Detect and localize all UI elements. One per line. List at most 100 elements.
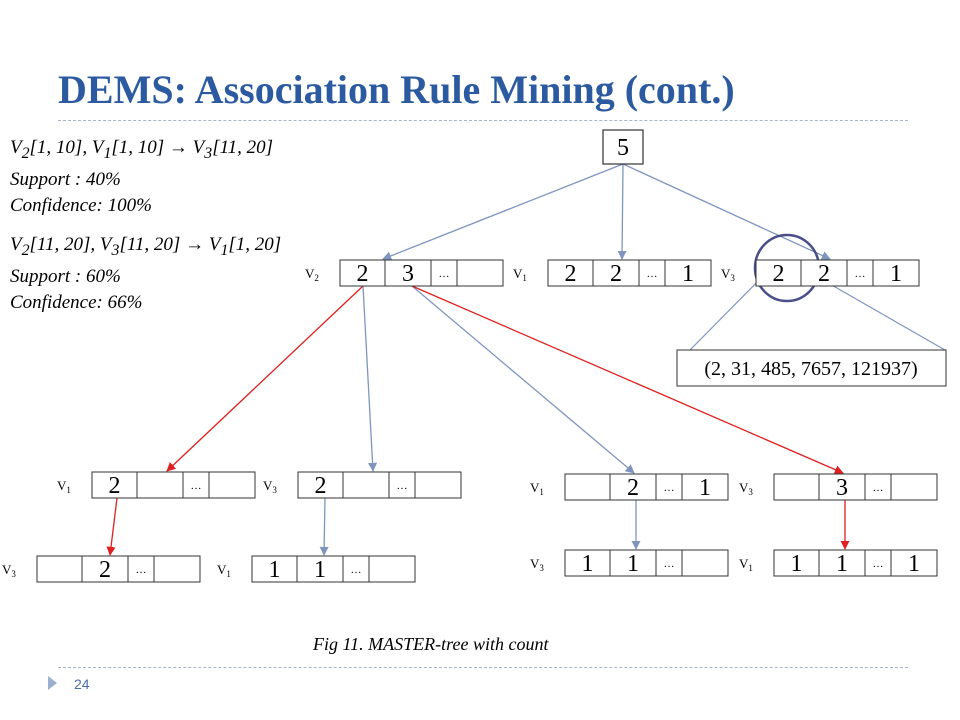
root-node-count: 5 xyxy=(617,135,629,161)
node-cell xyxy=(251,555,298,583)
title-divider xyxy=(58,120,908,121)
rule-1-expression: V2[1, 10], V1[1, 10] → V3[11, 20] xyxy=(10,137,274,162)
node-ellipsis: … xyxy=(397,480,408,492)
rule-2-consequent-range: [1, 20] xyxy=(228,234,282,255)
node-cell xyxy=(414,471,462,499)
root-node-box xyxy=(602,129,644,165)
node-variable-label: V3 xyxy=(530,556,544,573)
node-count: 2 xyxy=(357,261,369,287)
rule-2-term-2-sub: 3 xyxy=(111,241,120,259)
rule-1-support: Support : 40% xyxy=(10,168,121,190)
node-count: 2 xyxy=(315,473,327,499)
node-count: 2 xyxy=(773,261,785,287)
tree-edge-root-n1 xyxy=(382,163,624,261)
node-cell xyxy=(297,471,344,499)
tree-edge-n1-n12 xyxy=(362,285,378,472)
node-ellipsis: … xyxy=(351,564,362,576)
node-count: 1 xyxy=(699,475,711,501)
rule-2-consequent-sub: 1 xyxy=(220,241,229,259)
node-count: 2 xyxy=(99,557,111,583)
annotation-callout: (2, 31, 485, 7657, 121937) xyxy=(676,233,947,387)
rule-1-term-2-var: V xyxy=(91,137,104,158)
rule-2-consequent-var: V xyxy=(208,234,221,255)
node-cell xyxy=(127,555,155,583)
node-cell xyxy=(846,259,874,287)
node-count: 1 xyxy=(908,551,920,577)
node-cell xyxy=(890,473,938,501)
node-cell xyxy=(430,259,458,287)
node-ellipsis: … xyxy=(855,268,866,280)
node-ellipsis: … xyxy=(873,558,884,570)
node-count: 2 xyxy=(109,473,121,499)
rule-1-confidence: Confidence: 100% xyxy=(10,194,152,216)
rule-1-term-2-sub: 1 xyxy=(103,144,112,162)
root-node: 5 xyxy=(602,129,644,165)
rule-2-term-1-sub: 2 xyxy=(21,241,30,259)
page-number: 24 xyxy=(74,676,90,692)
node-cell xyxy=(368,555,416,583)
rule-2-expression: V2[11, 20], V3[11, 20] → V1[1, 20] xyxy=(10,234,282,259)
node-cell xyxy=(81,555,129,583)
rule-2-term-1-var: V xyxy=(10,234,22,255)
node-cell xyxy=(342,471,390,499)
node-variable-label: V1 xyxy=(530,480,544,497)
node-variable-label: V1 xyxy=(739,556,753,573)
node-cell xyxy=(342,555,370,583)
node-cell xyxy=(818,549,866,577)
node-count: 1 xyxy=(582,551,594,577)
node-cell xyxy=(800,259,848,287)
tree-node-n12: V3 2 … xyxy=(263,471,462,499)
node-count: 1 xyxy=(890,261,902,287)
node-count: 2 xyxy=(818,261,830,287)
node-cell xyxy=(296,555,344,583)
node-cell xyxy=(153,555,201,583)
footer-divider xyxy=(58,667,908,668)
node-count: 2 xyxy=(610,261,622,287)
node-ellipsis: … xyxy=(191,480,202,492)
node-cell xyxy=(609,549,657,577)
node-ellipsis: … xyxy=(873,482,884,494)
node-variable-label: V3 xyxy=(739,480,753,497)
tree-edge-n12-n121 xyxy=(319,497,329,556)
node-cell xyxy=(609,473,657,501)
tree-edge-root-n2 xyxy=(617,163,627,260)
tree-node-n13: V1 2 … 1 xyxy=(530,473,729,501)
node-variable-label: V3 xyxy=(263,478,277,495)
rule-2-term-2-var: V xyxy=(99,234,112,255)
annotation-box xyxy=(676,349,947,387)
tree-edge-n1-n11 xyxy=(166,285,364,472)
node-count: 1 xyxy=(269,557,281,583)
tree-edge-root-n3 xyxy=(622,163,831,260)
rule-1-term-2-range: [1, 10] xyxy=(111,137,165,158)
node-cell xyxy=(592,259,640,287)
node-count: 1 xyxy=(791,551,803,577)
node-cell xyxy=(773,549,820,577)
tree-edge-n11-n111 xyxy=(106,497,118,556)
node-cell xyxy=(638,259,666,287)
node-count: 2 xyxy=(627,475,639,501)
node-ellipsis: … xyxy=(664,558,675,570)
rule-2-confidence: Confidence: 66% xyxy=(10,291,143,313)
node-cell xyxy=(872,259,920,287)
node-cell xyxy=(456,259,504,287)
rule-1-term-1-range: [1, 10] xyxy=(29,137,83,158)
annotation-text: (2, 31, 485, 7657, 121937) xyxy=(704,358,917,380)
node-cell xyxy=(773,473,820,501)
rule-1-consequent-range: [11, 20] xyxy=(212,137,274,158)
node-count: 3 xyxy=(836,475,848,501)
node-cell xyxy=(681,473,729,501)
node-cell xyxy=(384,259,432,287)
node-count: 3 xyxy=(402,261,414,287)
node-cell xyxy=(655,549,683,577)
node-cell xyxy=(339,259,386,287)
node-variable-label: V1 xyxy=(513,266,527,283)
node-cell xyxy=(182,471,210,499)
tree-edges xyxy=(106,163,850,556)
node-ellipsis: … xyxy=(664,482,675,494)
